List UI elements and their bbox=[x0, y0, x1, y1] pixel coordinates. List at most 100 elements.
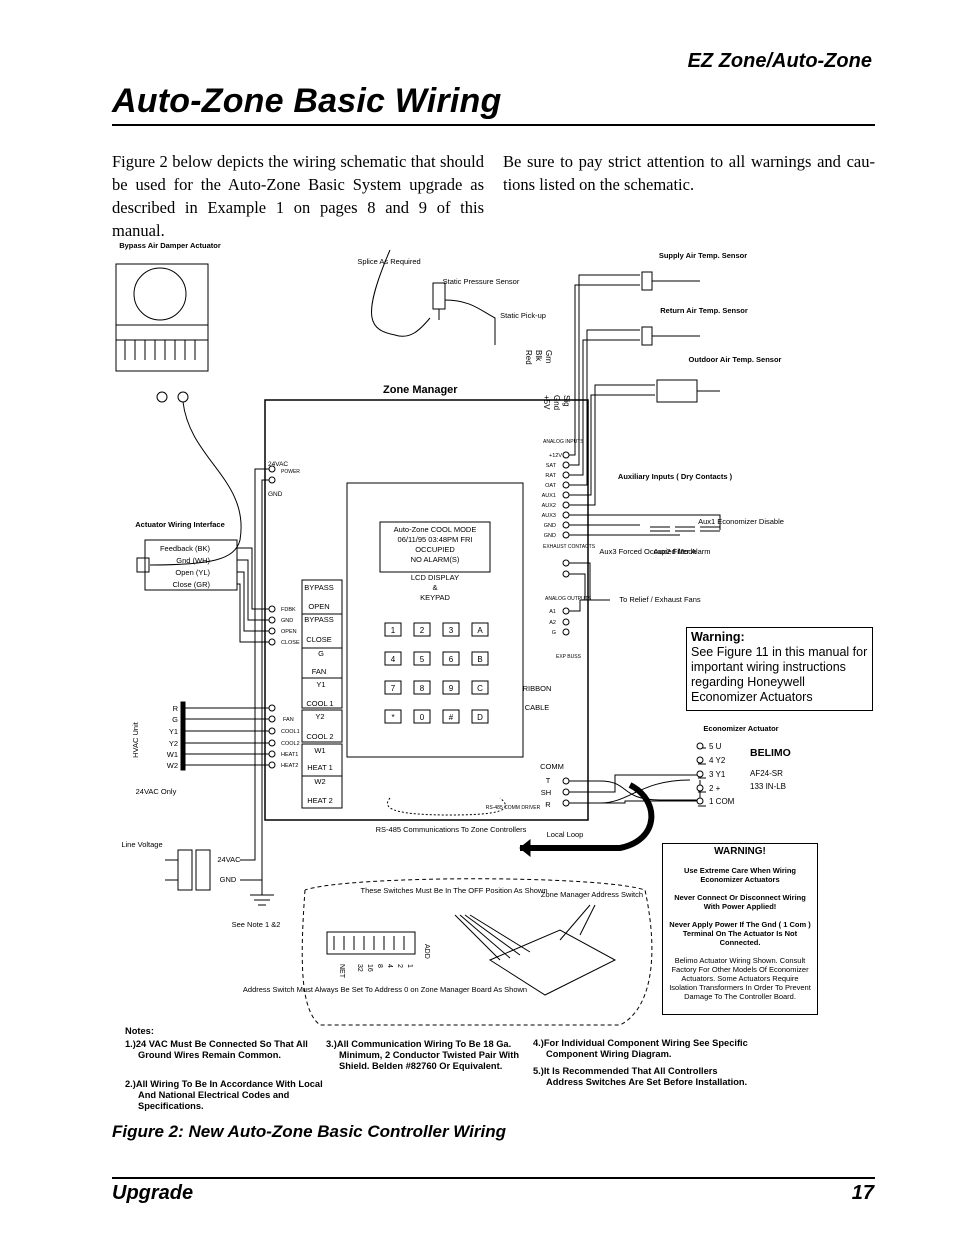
bypass-actuator-body bbox=[115, 263, 209, 341]
dip-8: 8 bbox=[376, 964, 383, 968]
actuator-wire-close: Close (GR) bbox=[172, 580, 210, 589]
ai-oat: OAT bbox=[545, 483, 557, 489]
zone-manager-label: Zone Manager bbox=[383, 384, 458, 396]
dip-16: 16 bbox=[366, 964, 373, 972]
ai-12v: +12V bbox=[549, 453, 562, 459]
ai-aux2: AUX2 bbox=[542, 503, 556, 509]
lt-cool1: COOL1 bbox=[281, 729, 300, 735]
belimo-term-3: 3 Y1 bbox=[709, 770, 726, 779]
exp-buss-label: EXP BUSS bbox=[556, 654, 582, 660]
relay-y1: Y1 bbox=[316, 680, 325, 689]
key-0: 0 bbox=[420, 713, 425, 722]
wire-blk: Blk bbox=[534, 350, 543, 362]
hvac-wire-w2: W2 bbox=[167, 761, 178, 770]
econ-actuator-label: Economizer Actuator bbox=[703, 724, 778, 733]
hvac-unit-label: HVAC Unit bbox=[131, 721, 140, 758]
hvac-wire-y1: Y1 bbox=[169, 727, 178, 736]
key-c: C bbox=[477, 684, 483, 693]
line-voltage-label: Line Voltage bbox=[121, 840, 162, 849]
warning2-line-4: Belimo Actuator Wiring Shown. Consult Fa… bbox=[669, 956, 811, 1001]
hvac-wire-w1: W1 bbox=[167, 750, 178, 759]
aux-inputs-label: Auxiliary Inputs ( Dry Contacts ) bbox=[618, 472, 733, 481]
belimo-model: AF24-SR bbox=[750, 769, 783, 778]
warning2-line-3: Never Apply Power If The Gnd ( 1 Com ) T… bbox=[669, 920, 811, 947]
relay-cool2: COOL 2 bbox=[306, 732, 333, 741]
belimo-term-2: 2 + bbox=[709, 784, 721, 793]
term-sig: Sig bbox=[562, 395, 571, 407]
key-a: A bbox=[477, 626, 483, 635]
analog-outputs-label: ANALOG OUTPUTS bbox=[545, 596, 592, 602]
key-star: * bbox=[391, 713, 394, 722]
notes-title: Notes: bbox=[125, 1026, 154, 1036]
term-5v: +5V bbox=[542, 395, 551, 410]
note-2: 2.)All Wiring To Be In Accordance With L… bbox=[125, 1079, 323, 1111]
ai-aux1: AUX1 bbox=[542, 493, 556, 499]
belimo-label: BELIMO bbox=[750, 747, 791, 759]
footer-rule bbox=[112, 1177, 875, 1179]
splice-label: Splice As Required bbox=[357, 257, 420, 266]
figure-caption: Figure 2: New Auto-Zone Basic Controller… bbox=[112, 1122, 507, 1141]
lcd-label-2: & bbox=[432, 583, 437, 592]
intro-left: Figure 2 below depicts the wiring schema… bbox=[112, 152, 484, 240]
relief-fans-label: To Relief / Exhaust Fans bbox=[619, 595, 701, 604]
note-4: 4.)For Individual Component Wiring See S… bbox=[533, 1038, 748, 1059]
hvac-note: 24VAC Only bbox=[136, 787, 177, 796]
hvac-wire-y2: Y2 bbox=[169, 739, 178, 748]
relay-bypass-2: BYPASS bbox=[304, 615, 333, 624]
lcd-label-1: LCD DISPLAY bbox=[411, 573, 459, 582]
hvac-wire-r: R bbox=[173, 704, 179, 713]
key-d: D bbox=[477, 713, 483, 722]
hvac-wire-g: G bbox=[172, 715, 178, 724]
aux1-label: Aux1 Economizer Disable bbox=[698, 517, 784, 526]
ao-a1: A1 bbox=[549, 609, 556, 615]
lt-fdbk: FDBK bbox=[281, 607, 296, 613]
key-6: 6 bbox=[449, 655, 454, 664]
ribbon-label: RIBBON bbox=[523, 684, 552, 693]
warning-text: See Figure 11 in this manual for importa… bbox=[691, 645, 868, 704]
relay-fan: FAN bbox=[312, 667, 327, 676]
lcd-line-1: Auto-Zone COOL MODE bbox=[394, 525, 477, 534]
actuator-wire-open: Open (YL) bbox=[175, 568, 210, 577]
xfmr-24vac: 24VAC bbox=[217, 855, 241, 864]
warning2-line-1: Use Extreme Care When Wiring Economizer … bbox=[683, 866, 797, 884]
lt-gnd: GND bbox=[281, 618, 293, 624]
comm-r: R bbox=[545, 800, 551, 809]
ai-gnd2: GND bbox=[544, 533, 556, 539]
key-3: 3 bbox=[449, 626, 454, 635]
dip-2: 2 bbox=[396, 964, 403, 968]
relay-w2: W2 bbox=[314, 777, 325, 786]
warning-box: Warning: See Figure 11 in this manual fo… bbox=[686, 627, 873, 711]
comm-sh: SH bbox=[541, 788, 551, 797]
relay-open: OPEN bbox=[308, 602, 329, 611]
actuator-wire-fdbk: Feedback (BK) bbox=[160, 544, 211, 553]
relay-w1: W1 bbox=[314, 746, 325, 755]
address-switch-label: Zone Manager Address Switch bbox=[541, 890, 643, 899]
actuator-interface-label: Actuator Wiring Interface bbox=[135, 520, 225, 529]
see-note-label: See Note 1 &2 bbox=[232, 920, 281, 929]
relay-g: G bbox=[318, 649, 324, 658]
relay-heat1: HEAT 1 bbox=[307, 763, 333, 772]
supply-sensor-label: Supply Air Temp. Sensor bbox=[659, 251, 747, 260]
dip-32: 32 bbox=[356, 964, 363, 972]
relay-heat2: HEAT 2 bbox=[307, 796, 333, 805]
key-7: 7 bbox=[391, 684, 396, 693]
lt-open: OPEN bbox=[281, 629, 297, 635]
add-label: ADD bbox=[423, 944, 430, 959]
dip-4: 4 bbox=[386, 964, 393, 968]
comm-label: COMM bbox=[540, 762, 564, 771]
title-rule bbox=[112, 124, 875, 126]
zone-manager-board bbox=[264, 399, 589, 821]
intro-right: Be sure to pay strict attention to all w… bbox=[503, 152, 875, 194]
note-3: 3.)All Communication Wiring To Be 18 Ga.… bbox=[326, 1039, 520, 1071]
key-b: B bbox=[477, 655, 482, 664]
dip-1: 1 bbox=[406, 964, 413, 968]
lcd-line-2: 06/11/95 03:48PM FRI bbox=[398, 535, 473, 544]
relay-close: CLOSE bbox=[306, 635, 331, 644]
key-8: 8 bbox=[420, 684, 425, 693]
power-24vac: 24VAC bbox=[268, 461, 288, 468]
wire-red: Red bbox=[524, 350, 533, 365]
bypass-actuator-label: Bypass Air Damper Actuator bbox=[119, 241, 221, 250]
return-sensor-label: Return Air Temp. Sensor bbox=[660, 306, 748, 315]
cable-label: CABLE bbox=[525, 703, 550, 712]
